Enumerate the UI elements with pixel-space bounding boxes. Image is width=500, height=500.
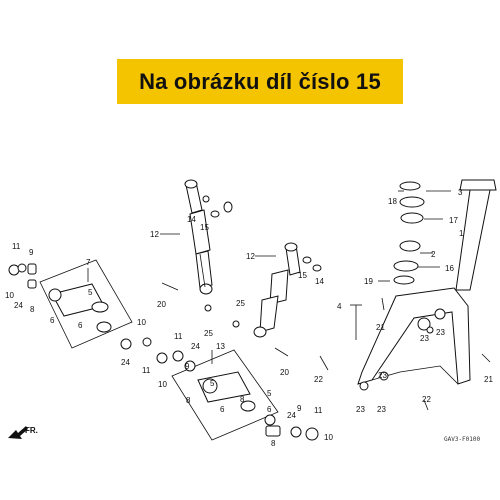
callout-6d: 6 bbox=[267, 405, 272, 414]
callout-24d: 24 bbox=[287, 411, 296, 420]
callout-10c: 10 bbox=[158, 380, 167, 389]
callout-23b: 23 bbox=[436, 328, 445, 337]
callout-12b: 12 bbox=[246, 252, 255, 261]
callout-2: 2 bbox=[431, 250, 436, 259]
callout-20b: 20 bbox=[280, 368, 289, 377]
callout-11c: 11 bbox=[174, 332, 183, 341]
callout-23e: 23 bbox=[377, 405, 386, 414]
callout-1: 1 bbox=[459, 229, 464, 238]
callout-16: 16 bbox=[445, 264, 454, 273]
pivot-arm-lower bbox=[156, 349, 319, 441]
callout-11: 11 bbox=[12, 242, 21, 251]
callout-22b: 22 bbox=[422, 395, 431, 404]
callout-6: 6 bbox=[50, 316, 55, 325]
steering-fork bbox=[357, 179, 497, 385]
callout-5c: 5 bbox=[267, 389, 272, 398]
pivot-arm-upper bbox=[8, 259, 152, 350]
callout-20: 20 bbox=[157, 300, 166, 309]
callout-9c: 9 bbox=[297, 404, 302, 413]
callout-8d: 8 bbox=[271, 439, 276, 448]
shock-absorber-middle bbox=[253, 242, 322, 338]
callout-21: 21 bbox=[376, 323, 385, 332]
diagram-code: GAV3-F0100 bbox=[444, 436, 481, 443]
callout-24c: 24 bbox=[191, 342, 200, 351]
callout-25: 25 bbox=[204, 329, 213, 338]
callout-14b: 14 bbox=[315, 277, 324, 286]
callout-8b: 8 bbox=[186, 396, 191, 405]
callout-17: 17 bbox=[449, 216, 458, 225]
callout-23c: 23 bbox=[378, 371, 387, 380]
callout-13: 13 bbox=[216, 342, 225, 351]
callout-21b: 21 bbox=[484, 375, 493, 384]
banner-title: Na obrázku díl číslo 15 bbox=[139, 68, 381, 94]
callout-10d: 10 bbox=[324, 433, 333, 442]
callout-19: 19 bbox=[364, 277, 373, 286]
header-banner: Na obrázku díl číslo 15 bbox=[117, 59, 403, 104]
callout-labels: 11 9 10 24 8 7 5 6 6 10 24 11 11 24 13 1… bbox=[5, 188, 493, 448]
callout-5b: 5 bbox=[210, 379, 215, 388]
callout-18: 18 bbox=[388, 197, 397, 206]
callout-7: 7 bbox=[86, 258, 91, 267]
callout-25b: 25 bbox=[236, 299, 245, 308]
callout-12: 12 bbox=[150, 230, 159, 239]
callout-10b: 10 bbox=[137, 318, 146, 327]
callout-15b: 15 bbox=[298, 271, 307, 280]
callout-3: 3 bbox=[458, 188, 463, 197]
callout-9: 9 bbox=[29, 248, 34, 257]
callout-23d: 23 bbox=[356, 405, 365, 414]
callout-24: 24 bbox=[14, 301, 23, 310]
callout-6b: 6 bbox=[78, 321, 83, 330]
callout-5: 5 bbox=[88, 288, 93, 297]
callout-15: 15 bbox=[200, 223, 209, 232]
callout-4: 4 bbox=[337, 302, 342, 311]
callout-23: 23 bbox=[420, 334, 429, 343]
callout-11b: 11 bbox=[142, 366, 151, 375]
callout-11d: 11 bbox=[314, 406, 323, 415]
leader-lines bbox=[87, 190, 451, 364]
direction-label: FR. bbox=[25, 426, 38, 435]
callout-24b: 24 bbox=[121, 358, 130, 367]
callout-22: 22 bbox=[314, 375, 323, 384]
front-direction-arrow: FR. bbox=[8, 426, 38, 439]
shock-absorber-left bbox=[184, 179, 233, 295]
callout-8: 8 bbox=[30, 305, 35, 314]
callout-9b: 9 bbox=[185, 362, 190, 371]
fasteners bbox=[161, 282, 491, 411]
callout-10: 10 bbox=[5, 291, 14, 300]
callout-8c: 8 bbox=[240, 395, 245, 404]
callout-6c: 6 bbox=[220, 405, 225, 414]
callout-14: 14 bbox=[187, 215, 196, 224]
